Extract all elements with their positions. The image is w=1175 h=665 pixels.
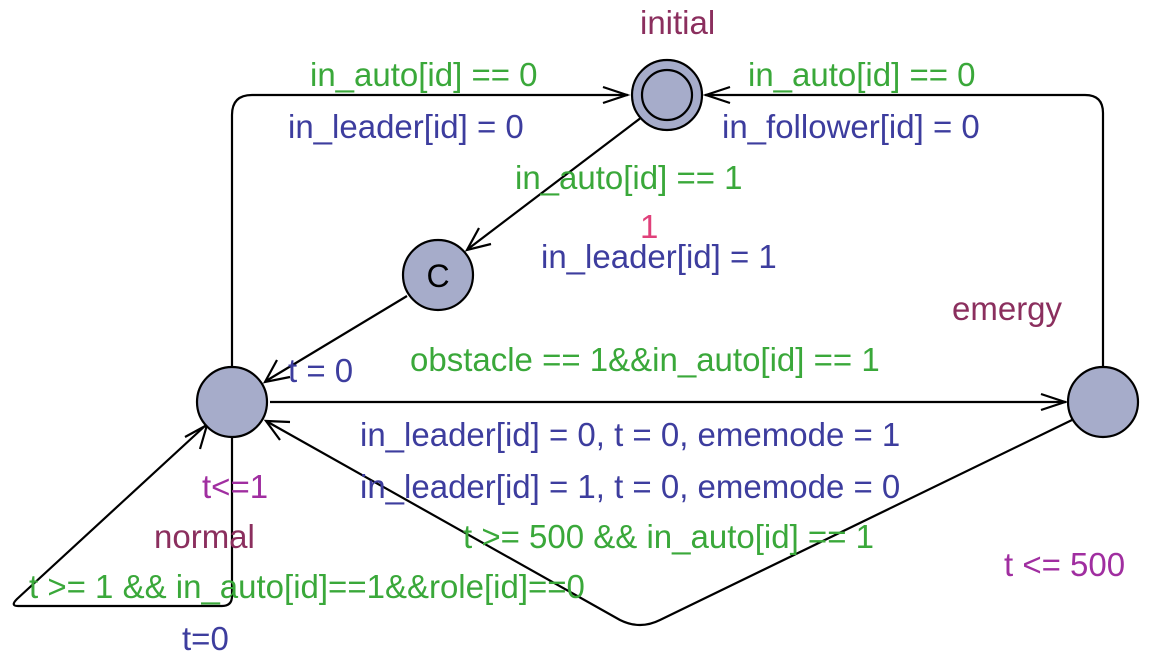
emergy-to-initial-guard: in_auto[id] == 0 [748,56,976,93]
normal-self-loop-guard: t >= 1 && in_auto[id]==1&&role[id]==0 [29,568,585,605]
edge-initial-to-committed [467,116,643,250]
normal-self-loop-assignment: t=0 [182,620,229,657]
normal-name: normal [154,518,255,555]
location-emergy[interactable] [1066,365,1140,439]
emergy-to-normal-guard: t >= 500 && in_auto[id] == 1 [463,518,874,555]
initial-name: initial [640,4,715,41]
normal-to-initial-guard: in_auto[id] == 0 [310,56,538,93]
arrowhead-emergy-to-normal [263,419,291,441]
location-initial[interactable] [630,58,704,132]
edge-committed-to-normal [265,295,408,382]
edge-emergy-to-normal [265,419,1073,627]
normal-to-emergy-assignment: in_leader[id] = 0, t = 0, ememode = 1 [360,416,900,453]
emergy-to-normal-assignment: in_leader[id] = 1, t = 0, ememode = 0 [360,468,900,505]
location-committed[interactable]: C [401,238,475,312]
committed-to-normal-assignment: t = 0 [288,352,353,389]
initial-to-committed-weight: 1 [640,208,658,245]
emergy-name: emergy [952,290,1063,327]
edge-normal-self-loop [12,424,234,608]
normal-to-initial-assignment: in_leader[id] = 0 [288,108,524,145]
edge-normal-to-initial [230,93,628,366]
edge-emergy-to-initial [705,93,1105,366]
arrowhead-initial-to-committed [464,227,492,252]
arrowhead-normal-to-emergy [1040,392,1069,412]
location-normal[interactable] [195,365,269,439]
emergy-invariant: t <= 500 [1004,546,1125,583]
emergy-to-initial-assignment: in_follower[id] = 0 [722,108,980,145]
arrowhead-committed-to-normal [262,359,291,384]
normal-invariant: t<=1 [202,468,268,505]
normal-to-emergy-guard: obstacle == 1&&in_auto[id] == 1 [410,341,880,378]
initial-to-committed-guard: in_auto[id] == 1 [515,159,743,196]
initial-to-committed-assignment: in_leader[id] = 1 [541,238,777,275]
arrowhead-normal-to-initial [602,85,631,105]
committed-marker: C [426,258,449,294]
arrowhead-emergy-to-initial [702,85,731,105]
